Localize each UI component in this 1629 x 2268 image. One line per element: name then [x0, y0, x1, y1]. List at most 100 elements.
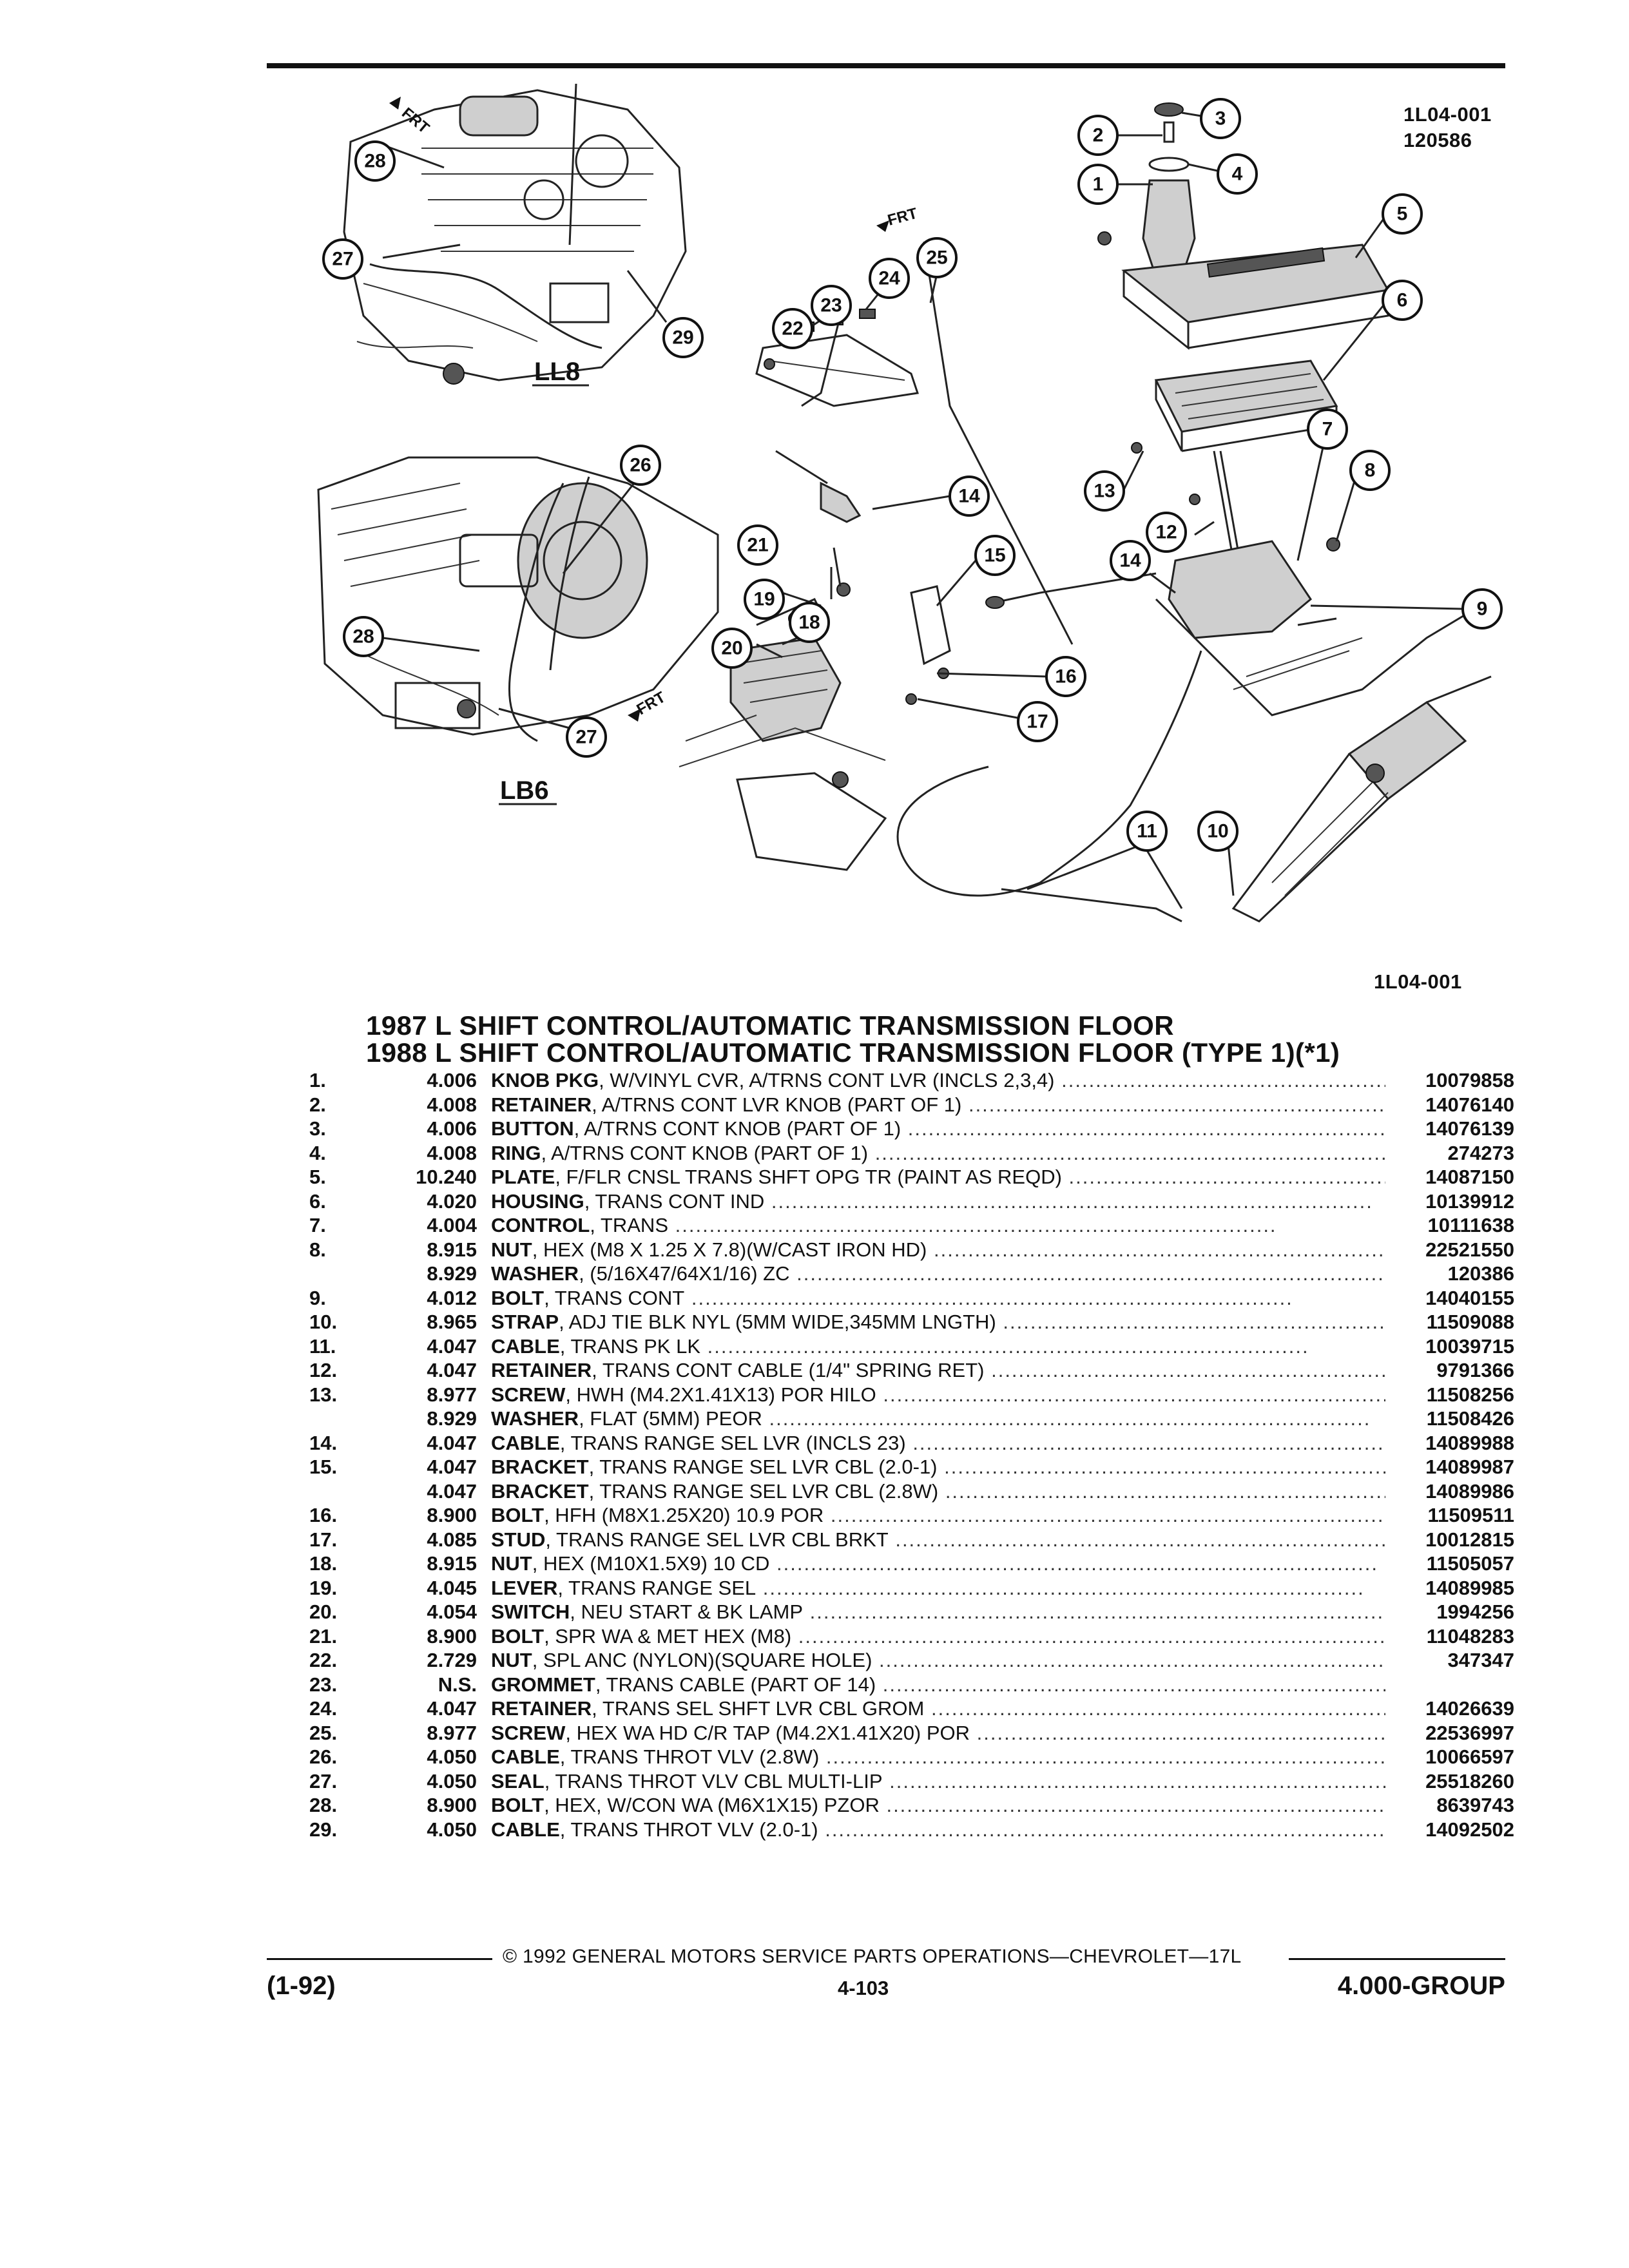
part-description: HOUSING, TRANS CONT IND ................…: [491, 1189, 1385, 1214]
part-name: RING: [491, 1141, 541, 1164]
part-name: RETAINER: [491, 1359, 592, 1381]
part-number: 10039715: [1425, 1334, 1514, 1358]
callout-11: 11: [1126, 811, 1168, 852]
part-detail: , W/VINYL CVR, A/TRNS CONT LVR (INCLS 2,…: [599, 1069, 1055, 1091]
part-number: 1994256: [1436, 1600, 1514, 1623]
part-description: BOLT, TRANS CONT .......................…: [491, 1286, 1385, 1311]
item-number: 24.: [309, 1697, 338, 1720]
footer-rule-right: [1289, 1958, 1505, 1960]
figure-code-bottom: 1L04-001: [1374, 970, 1462, 993]
part-name: SCREW: [491, 1721, 566, 1744]
callout-7: 7: [1307, 408, 1348, 450]
callout-24: 24: [869, 258, 910, 299]
svg-text:9: 9: [1477, 599, 1488, 620]
footer-group: 4.000-GROUP: [1337, 1972, 1505, 2000]
item-number: 23.: [309, 1673, 338, 1696]
svg-text:29: 29: [672, 327, 693, 349]
part-name: HOUSING: [491, 1189, 584, 1213]
part-description: SCREW, HEX WA HD C/R TAP (M4.2X1.41X20) …: [491, 1721, 1385, 1745]
callout-12: 12: [1146, 512, 1187, 553]
svg-text:10: 10: [1207, 821, 1228, 842]
part-name: SEAL: [491, 1769, 545, 1792]
svg-text:24: 24: [878, 268, 900, 289]
callout-4: 4: [1217, 153, 1258, 195]
dot-leader: ........................................…: [976, 1721, 1385, 1744]
part-description: BUTTON, A/TRNS CONT KNOB (PART OF 1) ...…: [491, 1117, 1385, 1141]
callout-29: 29: [662, 317, 704, 358]
svg-text:28: 28: [352, 626, 374, 648]
dot-leader: ........................................…: [886, 1794, 1385, 1816]
group-number: 4.045: [427, 1576, 477, 1599]
part-detail: , TRANS RANGE SEL: [557, 1576, 757, 1599]
dot-leader: ........................................…: [700, 1334, 1309, 1358]
svg-text:27: 27: [332, 249, 353, 270]
part-detail: , SPR WA & MET HEX (M8): [544, 1624, 792, 1648]
part-name: BOLT: [491, 1624, 545, 1648]
dot-leader: ........................................…: [944, 1456, 1385, 1478]
leader-27-bottom: [498, 707, 570, 729]
item-number: 12.: [309, 1359, 338, 1381]
callout-5: 5: [1382, 193, 1423, 235]
callout-14-right: 14: [1110, 540, 1151, 581]
group-number: 8.900: [427, 1504, 477, 1526]
svg-text:27: 27: [575, 727, 597, 748]
item-number: 7.: [309, 1214, 326, 1236]
item-number: 22.: [309, 1649, 338, 1671]
group-number: 4.050: [427, 1745, 477, 1768]
part-name: CABLE: [491, 1334, 560, 1358]
group-number: 4.008: [427, 1093, 477, 1116]
group-number: 8.900: [427, 1624, 477, 1648]
callout-13: 13: [1084, 470, 1125, 512]
part-detail: , A/TRNS CONT KNOB (PART OF 1): [574, 1117, 901, 1140]
item-number: 16.: [309, 1504, 338, 1526]
part-description: SEAL, TRANS THROT VLV CBL MULTI-LIP ....…: [491, 1769, 1385, 1794]
item-number: 19.: [309, 1576, 338, 1599]
item-number: 8.: [309, 1238, 326, 1261]
part-name: BRACKET: [491, 1479, 589, 1503]
engine-label-ll8: LL8: [534, 358, 580, 386]
part-description: LEVER, TRANS RANGE SEL .................…: [491, 1576, 1385, 1600]
part-description: STRAP, ADJ TIE BLK NYL (5MM WIDE,345MM L…: [491, 1310, 1385, 1334]
top-rule: [267, 63, 1505, 68]
svg-text:28: 28: [364, 151, 385, 172]
part-number: 11048283: [1426, 1624, 1514, 1648]
section-title-1987: 1987 L SHIFT CONTROL/AUTOMATIC TRANSMISS…: [366, 1010, 1174, 1041]
part-detail: , TRANS CABLE (PART OF 14): [595, 1673, 876, 1696]
svg-text:8: 8: [1365, 460, 1376, 481]
table-row: 19. 4.045 LEVER, TRANS RANGE SEL .........…: [309, 1576, 1514, 1600]
part-name: WASHER: [491, 1407, 579, 1430]
svg-text:6: 6: [1397, 290, 1408, 311]
group-number: 2.729: [427, 1649, 477, 1671]
part-name: BOLT: [491, 1286, 545, 1309]
svg-text:11: 11: [1137, 821, 1157, 842]
part-name: NUT: [491, 1649, 532, 1671]
part-number: 14076139: [1425, 1117, 1514, 1140]
svg-text:2: 2: [1093, 125, 1104, 146]
part-name: CONTROL: [491, 1214, 590, 1236]
part-name: BUTTON: [491, 1117, 574, 1140]
dot-leader: ........................................…: [934, 1238, 1385, 1261]
dot-leader: ........................................…: [1003, 1311, 1385, 1333]
footer-page-number: 4-103: [838, 1977, 889, 1999]
group-number: 8.900: [427, 1794, 477, 1816]
dot-leader: ........................................…: [803, 1600, 1385, 1623]
section-title-1988: 1988 L SHIFT CONTROL/AUTOMATIC TRANSMISS…: [366, 1037, 1340, 1068]
callout-2: 2: [1077, 115, 1119, 156]
part-number: 14026639: [1425, 1697, 1514, 1720]
item-number: 27.: [309, 1769, 338, 1792]
part-detail: , ADJ TIE BLK NYL (5MM WIDE,345MM LNGTH): [559, 1311, 996, 1333]
part-number: 9791366: [1436, 1359, 1514, 1381]
engine-lb6-illustration: [317, 456, 719, 742]
leader-29: [626, 270, 668, 323]
